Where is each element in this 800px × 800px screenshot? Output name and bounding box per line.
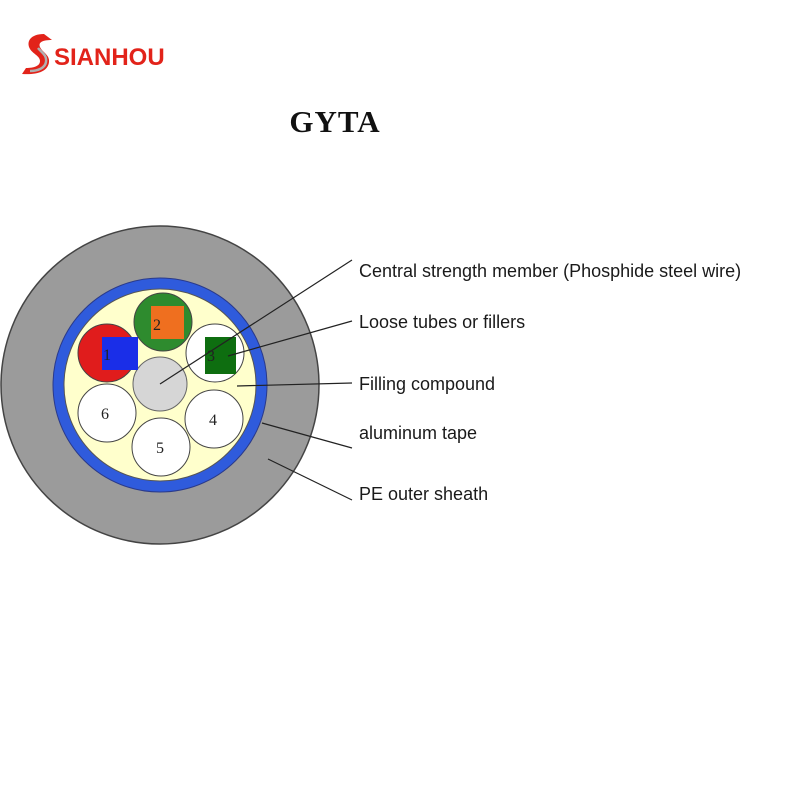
callout-central-strength-member: Central strength member (Phosphide steel… [359, 261, 742, 281]
leader-filling-compound [236, 382, 353, 387]
tube-1-label: 1 [103, 347, 111, 364]
callout-loose-tubes: Loose tubes or fillers [359, 312, 526, 332]
tube-1: 1 [77, 323, 138, 383]
tube-6-label: 6 [101, 406, 109, 423]
tube-4: 4 [184, 389, 244, 449]
leader-pe-outer-sheath [267, 458, 353, 501]
callout-aluminum-tape: aluminum tape [359, 423, 478, 443]
tube-2-label: 2 [153, 317, 161, 334]
tube-3-label: 3 [207, 348, 215, 365]
fiber-bundle-blue [102, 337, 138, 370]
tube-6: 6 [77, 383, 137, 443]
callout-pe-outer-sheath: PE outer sheath [359, 484, 489, 504]
tube-2: 2 [133, 292, 193, 352]
logo-wordmark: SIANHOU [54, 44, 165, 71]
tube-4-label: 4 [209, 412, 217, 429]
sianhou-logo: SIANHOU [16, 28, 186, 80]
leader-central-strength-member [159, 259, 353, 385]
callout-filling-compound: Filling compound [359, 374, 496, 394]
tube-3: 3 [185, 323, 245, 383]
tube-5-label: 5 [156, 440, 164, 457]
leader-loose-tubes [227, 320, 353, 357]
diagram-title: GYTA [289, 104, 381, 139]
leader-aluminum-tape [261, 422, 353, 449]
fiber-bundle-orange [151, 306, 184, 339]
tube-5: 5 [131, 417, 191, 477]
